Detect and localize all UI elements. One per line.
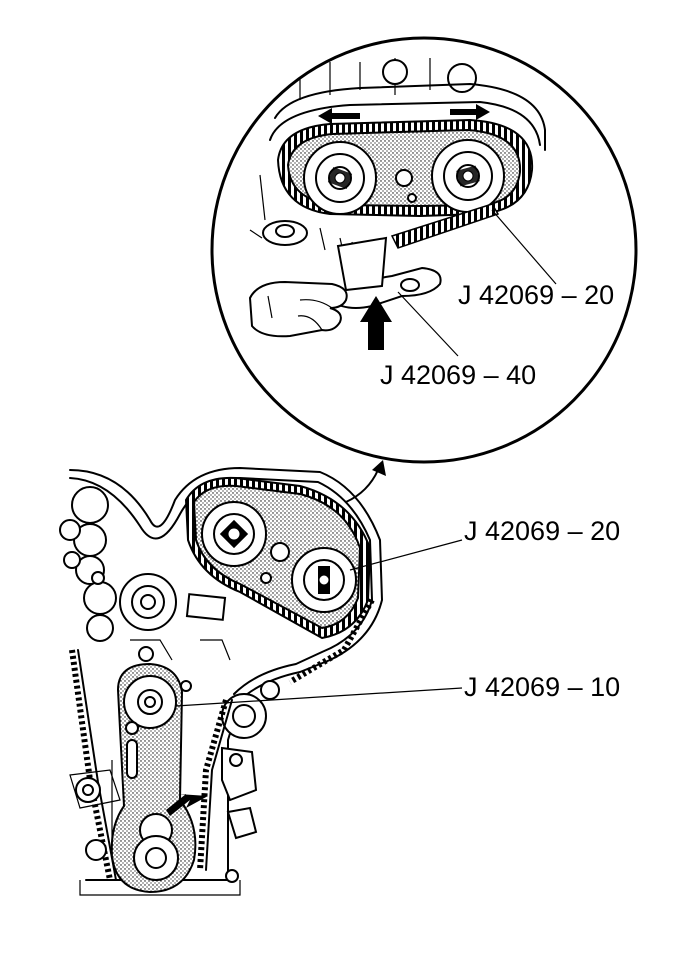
callout-main-cam-tool: J 42069 – 20 [464, 516, 620, 546]
push-arrow-icon [360, 296, 392, 350]
callout-detail-holder-tool: J 42069 – 40 [380, 360, 536, 390]
engine-front-view: J 42069 – 20 J 42069 – 10 [59, 467, 620, 896]
zoom-arrow-icon [345, 460, 386, 503]
callout-main-tensioner-tool: J 42069 – 10 [464, 672, 620, 702]
detail-magnifier-circle [210, 36, 638, 464]
hand-icon [248, 280, 348, 338]
tensioner-arrow-icon [166, 794, 208, 816]
detail-cam-sprocket-right [431, 139, 505, 213]
tensioner-tool [110, 662, 197, 894]
callout-detail-belt-tool: J 42069 – 20 [458, 280, 614, 310]
detail-cam-sprocket-left [303, 141, 377, 215]
leader-main-cam-tool [349, 539, 463, 571]
left-gear-stack [59, 486, 117, 642]
main-cam-belt [184, 476, 372, 640]
leader-detail-holder-tool [397, 291, 459, 357]
direction-arrows [318, 104, 490, 124]
detail-magnifier: J 42069 – 20 J 42069 – 40 [210, 36, 638, 464]
detail-content [248, 58, 546, 350]
leader-detail-belt-tool [491, 209, 557, 285]
leader-main-tensioner-tool [175, 687, 463, 707]
